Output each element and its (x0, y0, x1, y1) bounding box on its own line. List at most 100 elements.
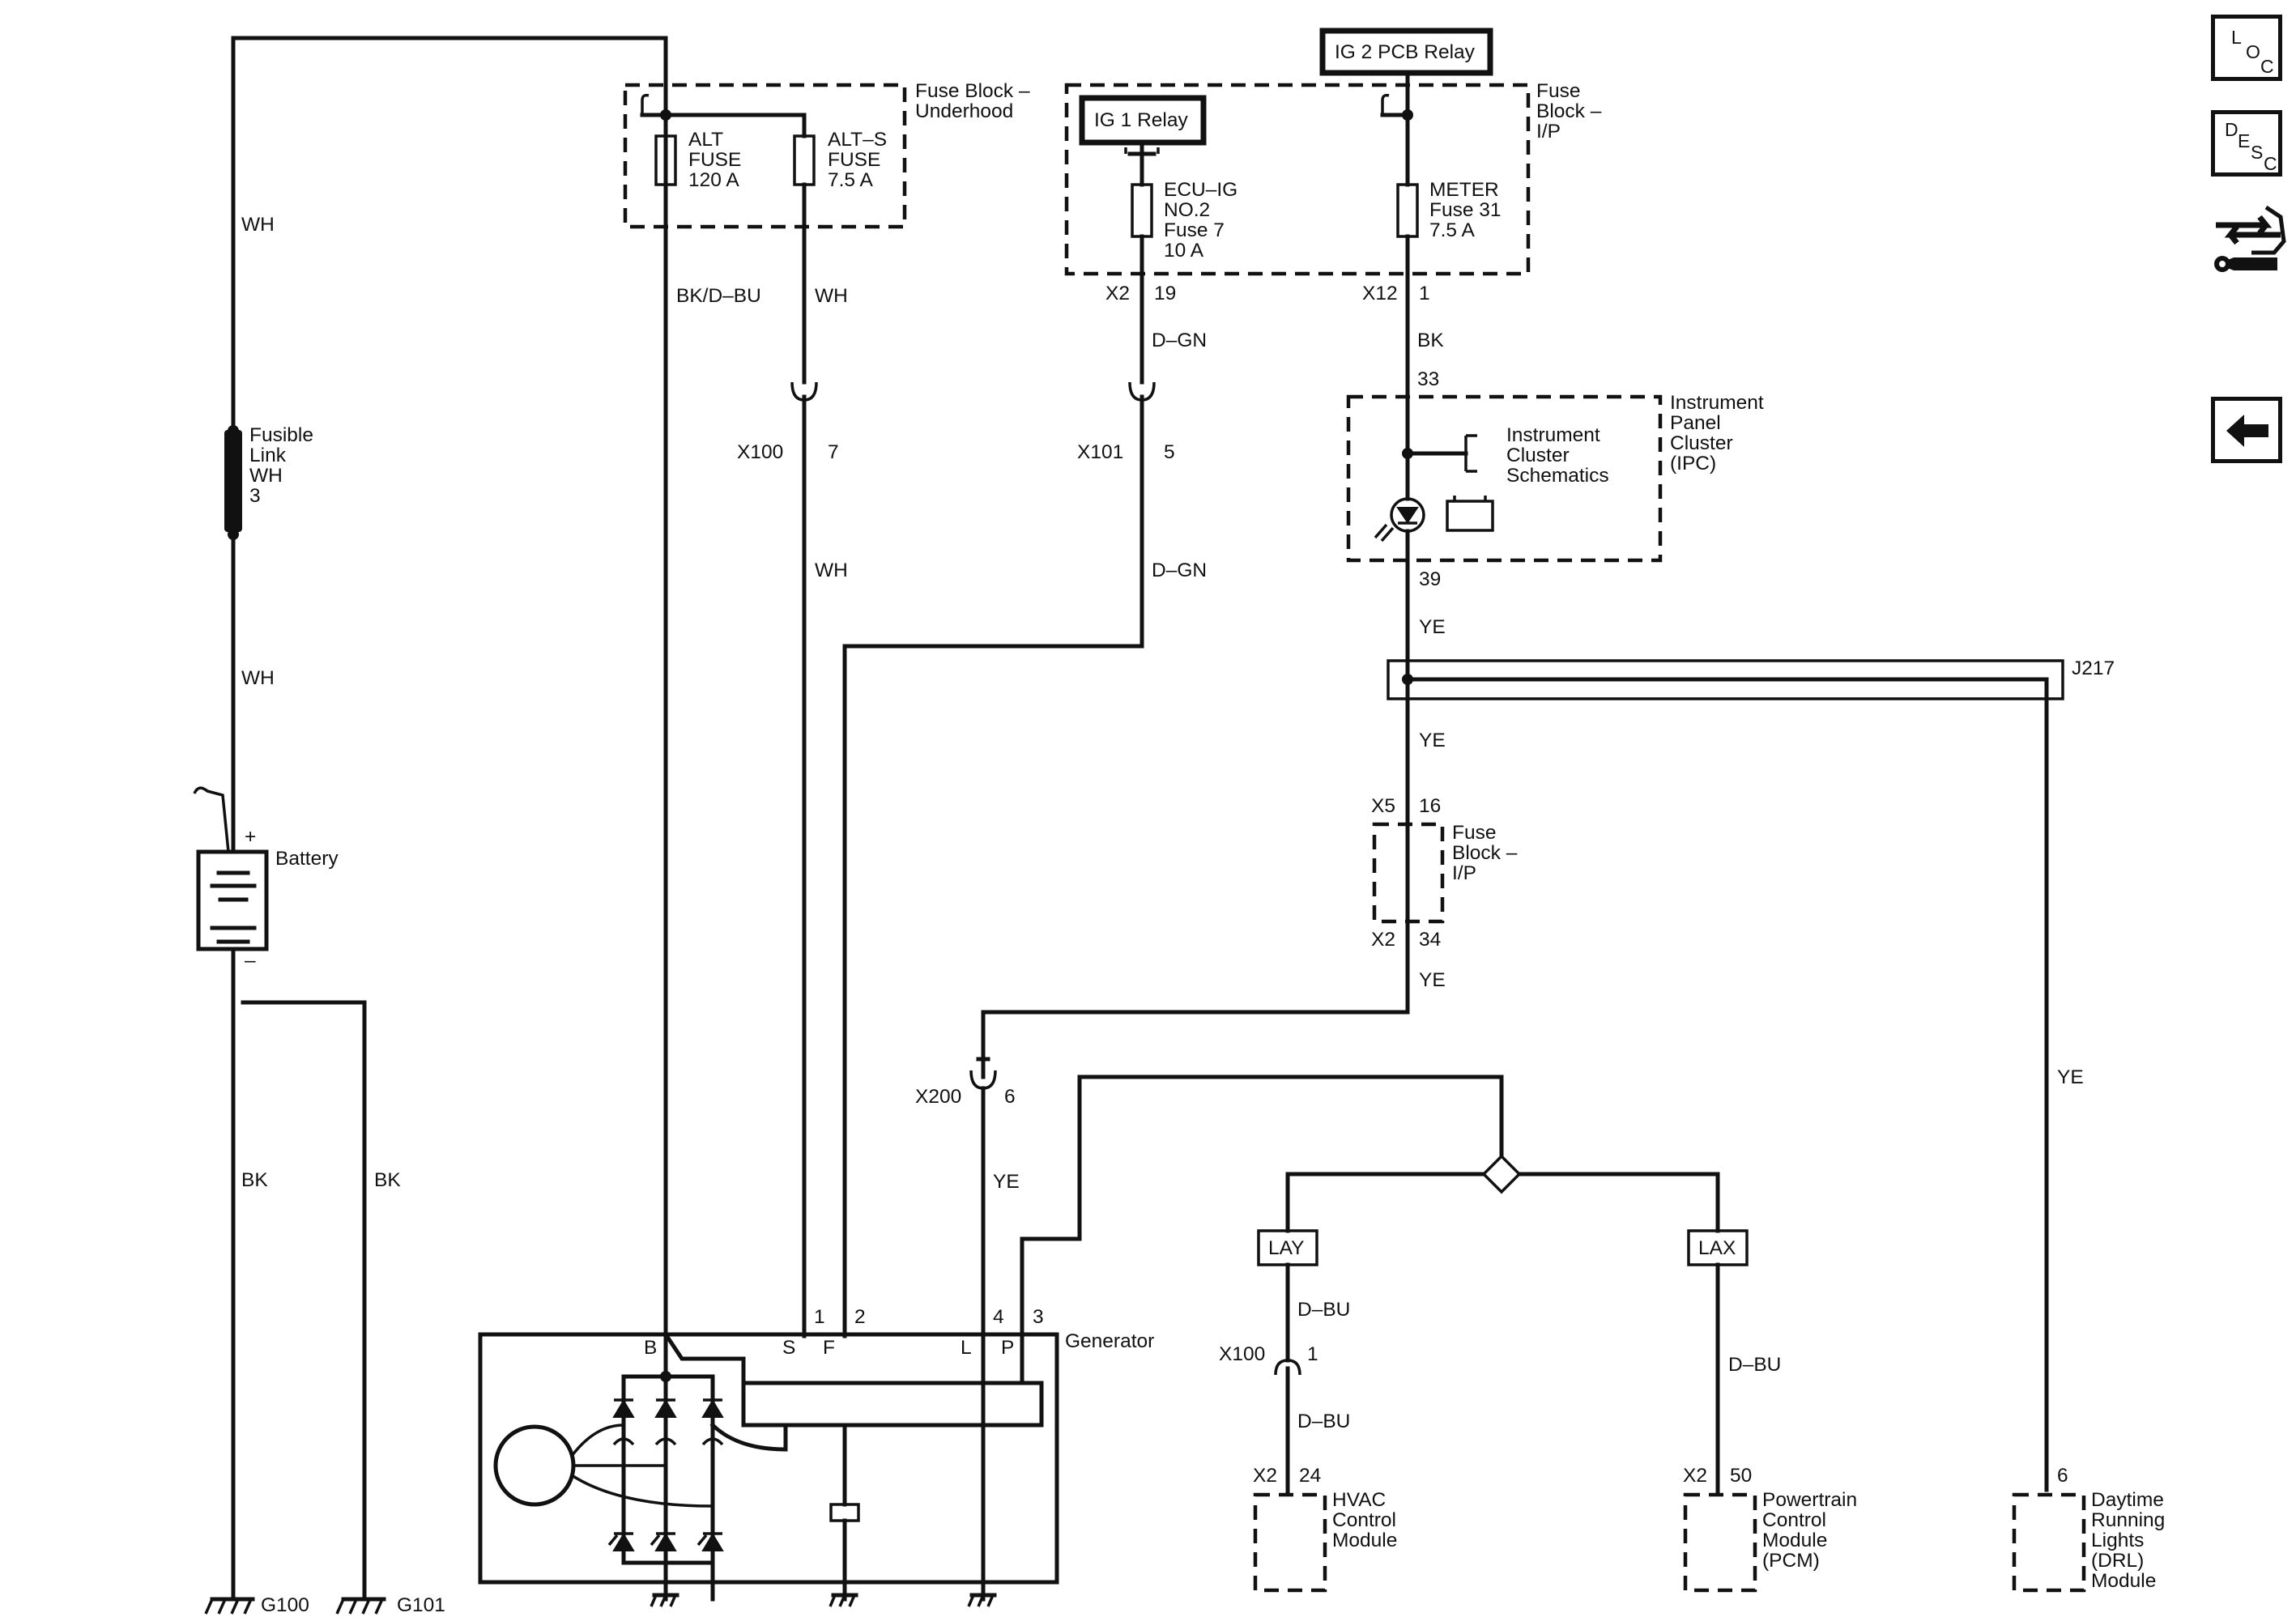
wire-label-dbu: D–BU (1728, 1354, 1781, 1376)
module-label: Module (1332, 1530, 1397, 1551)
ipc-label: Instrument (1670, 392, 1764, 414)
nav-letter: C (2260, 56, 2274, 77)
connector-pin: 7 (828, 441, 839, 463)
instrument-panel-cluster (1346, 394, 1663, 666)
data-link-label: LAY (1268, 1237, 1305, 1259)
module-label: Module (2091, 1570, 2156, 1592)
wire-label-bk: BK (374, 1169, 401, 1191)
module-label: Running (2091, 1509, 2165, 1531)
alt-fuse-label: ALT (688, 129, 723, 151)
fuse-block-ip-label: I/P (1536, 121, 1561, 143)
connector-label: X100 (737, 441, 783, 463)
splice-label: J217 (2072, 657, 2115, 679)
connector-pin: 33 (1417, 368, 1439, 390)
fusible-link-label: 3 (249, 485, 261, 507)
generator-label: Generator (1065, 1330, 1154, 1352)
module-label: (DRL) (2091, 1550, 2144, 1572)
connector-pin: 24 (1299, 1465, 1321, 1487)
connector-label: X2 (1371, 929, 1395, 951)
ig1-relay-box (1079, 95, 1207, 146)
battery-label: Battery (275, 848, 339, 870)
generator-terminal: P (1001, 1337, 1014, 1359)
ecu-fuse-label: Fuse 7 (1164, 219, 1225, 241)
wire-label-dgn: D–GN (1152, 330, 1207, 351)
wire-label-wh-mid: WH (241, 667, 275, 689)
nav-letter: C (2264, 153, 2277, 174)
ecu-fuse-label: NO.2 (1164, 199, 1210, 221)
connector-pin: 1 (1307, 1343, 1318, 1365)
fusible-link-body (224, 430, 242, 532)
connector-label: X200 (915, 1086, 961, 1108)
alt-s-fuse-label: 7.5 A (828, 169, 874, 191)
wire-label-dbu: D–BU (1297, 1411, 1350, 1432)
battery-plus: + (245, 826, 256, 848)
connector-icon[interactable] (2209, 201, 2287, 282)
meter-fuse-label: Fuse 31 (1429, 199, 1502, 221)
generator-terminal: B (644, 1337, 657, 1359)
powertrain-control-module (1683, 1492, 1757, 1593)
meter-fuse (1396, 183, 1419, 238)
wire-label-bk-dbu: BK/D–BU (676, 285, 761, 307)
ipc-label: Cluster (1670, 432, 1733, 454)
generator-terminal: L (961, 1337, 972, 1359)
ground-label-g101: G101 (397, 1594, 445, 1616)
wire-label-bk: BK (241, 1169, 268, 1191)
location-button[interactable]: L O C (2211, 15, 2282, 81)
connector-pin: 50 (1730, 1465, 1752, 1487)
connector-pin: 6 (1004, 1086, 1016, 1108)
wire-label-ye: YE (1419, 969, 1446, 991)
description-button[interactable]: D E S C (2211, 110, 2282, 177)
wire-label-ye: YE (1419, 730, 1446, 751)
module-label: Daytime (2091, 1489, 2164, 1511)
back-button[interactable] (2211, 397, 2282, 463)
fuse-block-underhood (623, 83, 907, 385)
connector-pin: 6 (2057, 1465, 2068, 1487)
alt-fuse (654, 134, 677, 186)
alt-s-fuse-label: ALT–S (828, 129, 887, 151)
stator-icon (493, 1424, 576, 1507)
nav-letter: L (2231, 27, 2242, 48)
wire-label-ye: YE (2057, 1066, 2084, 1088)
ipc-ref-label: Instrument (1506, 424, 1600, 446)
connector-label: X5 (1371, 795, 1395, 817)
connector-label: X12 (1362, 283, 1398, 304)
generator-pin: 1 (814, 1306, 825, 1328)
ig2-relay-label: IG 2 PCB Relay (1335, 41, 1476, 63)
connector-pin: 1 (1419, 283, 1430, 304)
alt-s-fuse (793, 134, 816, 186)
generator-pin: 2 (854, 1306, 866, 1328)
ipc-label: Panel (1670, 412, 1721, 434)
wire-label-bk: BK (1417, 330, 1444, 351)
generator (478, 1331, 1059, 1602)
generator-terminal: F (823, 1337, 835, 1359)
fusible-link-label: Link (249, 445, 287, 466)
connector-label: X101 (1077, 441, 1123, 463)
ecu-ig-fuse (1131, 183, 1153, 238)
wire-label-dgn: D–GN (1152, 560, 1207, 581)
ig1-relay-label: IG 1 Relay (1094, 109, 1188, 131)
serial-data-network (1020, 1074, 1749, 1496)
wire-label-wh: WH (815, 560, 848, 581)
battery-minus: – (245, 950, 256, 972)
connector-label: X2 (1253, 1465, 1277, 1487)
generator-pin: 3 (1033, 1306, 1044, 1328)
alt-fuse-label: 120 A (688, 169, 739, 191)
meter-fuse-label: 7.5 A (1429, 219, 1476, 241)
module-label: Control (1332, 1509, 1396, 1531)
wire-label-ye: YE (1419, 616, 1446, 638)
connector-pin: 5 (1164, 441, 1175, 463)
connector-pin: 19 (1154, 283, 1176, 304)
connector-label: X2 (1105, 283, 1130, 304)
nav-letter: O (2246, 41, 2260, 62)
splice-pack-j217 (1387, 659, 2064, 1492)
module-label: Lights (2091, 1530, 2144, 1551)
drl-module (2012, 1492, 2086, 1593)
ecu-fuse-label: ECU–IG (1164, 179, 1237, 201)
connector-pin: 16 (1419, 795, 1441, 817)
connector-pin: 34 (1419, 929, 1441, 951)
module-label: Control (1762, 1509, 1826, 1531)
connector-label: X100 (1219, 1343, 1265, 1365)
generator-pin: 4 (993, 1306, 1004, 1328)
module-label: (PCM) (1762, 1550, 1820, 1572)
module-label: Module (1762, 1530, 1827, 1551)
